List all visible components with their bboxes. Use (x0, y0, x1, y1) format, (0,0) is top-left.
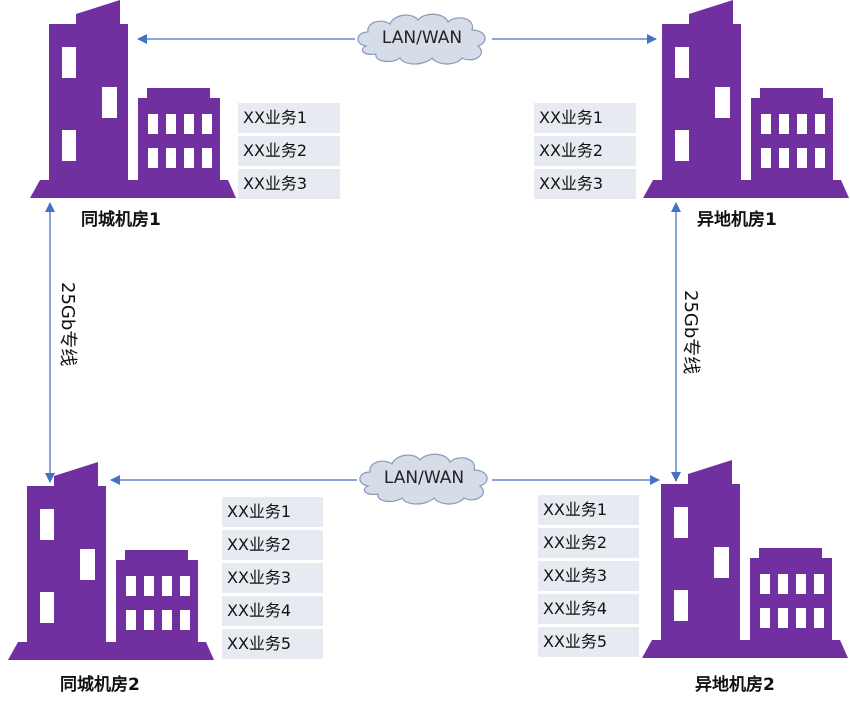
dedicated-line-label-left: 25Gb专线 (57, 282, 78, 367)
service-item: XX业务2 (238, 136, 340, 166)
service-item: XX业务3 (238, 169, 340, 199)
service-item: XX业务3 (538, 561, 639, 591)
service-item: XX业务1 (534, 103, 636, 133)
site-label-local1: 同城机房1 (81, 210, 161, 230)
building-icon (643, 0, 849, 200)
network-cloud-top: LAN/WAN (352, 10, 492, 66)
cloud-label: LAN/WAN (383, 468, 465, 488)
cloud-label: LAN/WAN (381, 28, 463, 48)
service-list-local1: XX业务1 XX业务2 XX业务3 (238, 103, 340, 199)
site-label-remote2: 异地机房2 (695, 675, 775, 695)
service-item: XX业务2 (534, 136, 636, 166)
service-item: XX业务3 (534, 169, 636, 199)
service-item: XX业务5 (538, 627, 639, 657)
service-list-remote2: XX业务1 XX业务2 XX业务3 XX业务4 XX业务5 (538, 495, 639, 657)
building-icon (8, 462, 214, 662)
network-cloud-bottom: LAN/WAN (354, 450, 494, 506)
cloud-icon (357, 13, 486, 65)
service-list-local2: XX业务1 XX业务2 XX业务3 XX业务4 XX业务5 (222, 497, 323, 659)
service-item: XX业务2 (222, 530, 323, 560)
service-item: XX业务4 (222, 596, 323, 626)
service-list-remote1: XX业务1 XX业务2 XX业务3 (534, 103, 636, 199)
service-item: XX业务1 (222, 497, 323, 527)
service-item: XX业务5 (222, 629, 323, 659)
site-label-local2: 同城机房2 (60, 675, 140, 695)
service-item: XX业务1 (538, 495, 639, 525)
building-icon (30, 0, 236, 200)
site-label-remote1: 异地机房1 (697, 210, 777, 230)
building-icon (642, 460, 848, 660)
cloud-icon (359, 453, 488, 505)
service-item: XX业务2 (538, 528, 639, 558)
dedicated-line-label-right: 25Gb专线 (680, 290, 701, 375)
service-item: XX业务4 (538, 594, 639, 624)
service-item: XX业务1 (238, 103, 340, 133)
service-item: XX业务3 (222, 563, 323, 593)
